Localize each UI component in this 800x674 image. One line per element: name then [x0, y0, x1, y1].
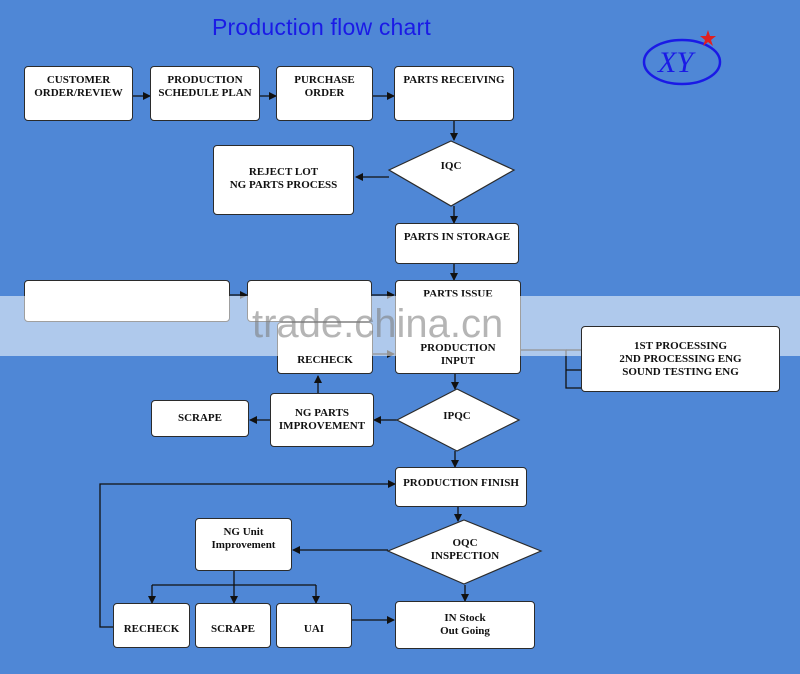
xy-logo: XY [642, 30, 722, 86]
production-finish-box: PRODUCTION FINISH [395, 467, 527, 507]
oqc-label: OQC INSPECTION [424, 537, 506, 563]
page-title: Production flow chart [212, 14, 431, 40]
in-stock-line2: Out Going [440, 625, 490, 637]
ipqc-label: IPQC [443, 410, 471, 422]
processing-line2: 2ND PROCESSING ENG [619, 352, 742, 365]
uai-box: UAI [276, 603, 352, 648]
production-input-label: PRODUCTION INPUT [420, 342, 496, 367]
oqc-line1: OQC [452, 537, 478, 549]
reject-lot-box: REJECT LOT NG PARTS PROCESS [213, 145, 354, 215]
ipqc-diamond [395, 388, 521, 452]
purchase-order-box: PURCHASE ORDER [276, 66, 373, 121]
iqc-label: IQC [440, 160, 462, 172]
ng-parts-line2: IMPROVEMENT [278, 420, 366, 432]
purchase-order-line2: ORDER [304, 87, 345, 99]
production-schedule-line2: SCHEDULE PLAN [158, 87, 252, 99]
processing-line3: SOUND TESTING ENG [622, 365, 739, 378]
scrape-bottom-box: SCRAPE [195, 603, 271, 648]
customer-order-line2: ORDER/REVIEW [34, 87, 123, 99]
watermark-text: trade.china.cn [252, 302, 504, 346]
star-icon [700, 30, 716, 46]
purchase-order-line1: PURCHASE [294, 74, 355, 86]
logo-text: XY [657, 46, 696, 79]
scrape-top-box: SCRAPE [151, 400, 249, 437]
parts-receiving-box: PARTS RECEIVING [394, 66, 514, 121]
customer-order-box: CUSTOMER ORDER/REVIEW [24, 66, 133, 121]
ng-unit-improvement-box: NG Unit Improvement [195, 518, 292, 571]
processing-box: 1ST PROCESSING 2ND PROCESSING ENG SOUND … [581, 326, 780, 392]
ng-parts-line1: NG PARTS [294, 407, 350, 419]
parts-in-storage-box: PARTS IN STORAGE [395, 223, 519, 264]
oqc-diamond [386, 519, 543, 585]
recheck-bottom-label: RECHECK [123, 623, 180, 635]
customer-order-line1: CUSTOMER [46, 74, 111, 86]
reject-lot-line1: REJECT LOT [248, 166, 319, 178]
ng-parts-improvement-box: NG PARTS IMPROVEMENT [270, 393, 374, 447]
recheck-top-label: RECHECK [297, 354, 353, 366]
uai-label: UAI [303, 623, 325, 635]
iqc-diamond [387, 140, 516, 207]
production-schedule-line1: PRODUCTION [167, 74, 243, 86]
production-finish-label: PRODUCTION FINISH [403, 477, 519, 489]
parts-in-storage-label: PARTS IN STORAGE [403, 231, 511, 243]
ng-unit-line2: Improvement [211, 539, 276, 551]
in-stock-box: IN Stock Out Going [395, 601, 535, 649]
scrape-top-label: SCRAPE [177, 412, 222, 424]
in-stock-line1: IN Stock [444, 612, 486, 624]
ng-unit-line1: NG Unit [223, 526, 264, 538]
oqc-line2: INSPECTION [430, 550, 500, 562]
production-schedule-box: PRODUCTION SCHEDULE PLAN [150, 66, 260, 121]
scrape-bottom-label: SCRAPE [210, 623, 255, 635]
processing-line1: 1ST PROCESSING [633, 339, 728, 352]
parts-receiving-label: PARTS RECEIVING [403, 74, 505, 86]
recheck-bottom-box: RECHECK [113, 603, 190, 648]
reject-lot-line2: NG PARTS PROCESS [229, 179, 338, 191]
